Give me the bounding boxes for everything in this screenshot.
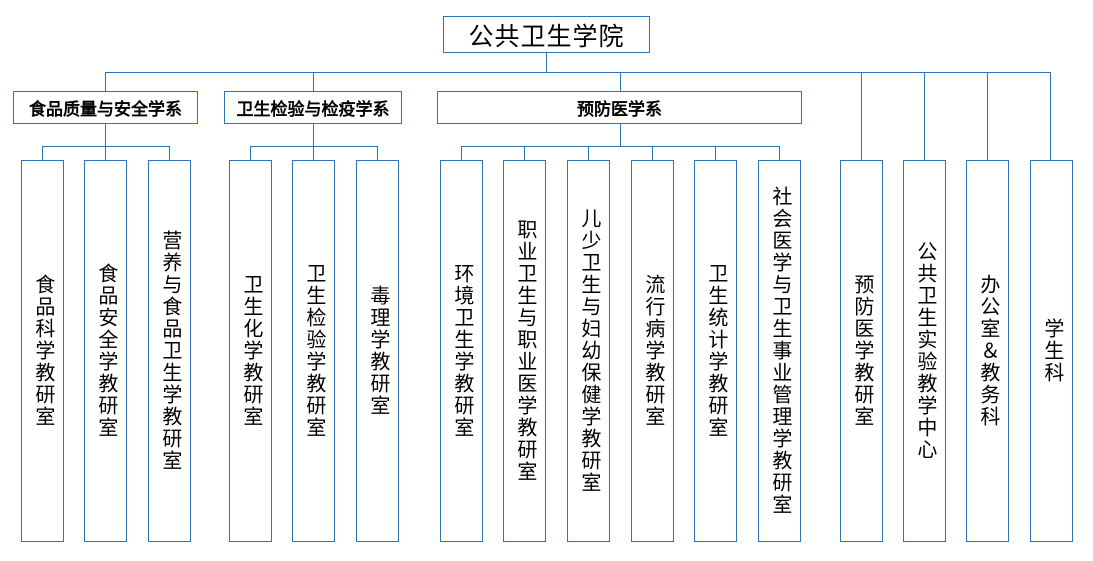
leaf-node-health-inspection[interactable]: 卫生检验学教研室 [292,160,335,542]
leaf-node-preventive-medicine-teaching[interactable]: 预防医学教研室 [840,160,883,542]
connector-stem-group-3 [620,123,621,147]
leaf-label: 食品安全学教研室 [94,263,117,439]
leaf-node-health-statistics[interactable]: 卫生统计学教研室 [694,160,737,542]
department-node-preventive-medicine[interactable]: 预防医学系 [437,91,802,124]
leaf-node-occupational-health[interactable]: 职业卫生与职业医学教研室 [503,160,546,542]
connector-drop-g2-2 [313,146,314,161]
department-node-food-quality-safety[interactable]: 食品质量与安全学系 [13,91,198,124]
leaf-node-public-health-lab-center[interactable]: 公共卫生实验教学中心 [903,160,946,542]
department-label: 食品质量与安全学系 [29,100,182,119]
leaf-node-child-maternal-health[interactable]: 儿少卫生与妇幼保健学教研室 [567,160,610,542]
leaf-node-student-affairs[interactable]: 学生科 [1030,160,1073,542]
department-label: 预防医学系 [577,100,662,119]
connector-drop-direct-3 [987,72,988,161]
connector-stem-group-1 [105,123,106,147]
leaf-node-social-medicine-health-management[interactable]: 社会医学与卫生事业管理学教研室 [758,160,801,542]
connector-bus-group-3 [461,146,779,147]
connector-drop-g3-6 [779,146,780,161]
connector-bus-group-1 [42,146,170,147]
leaf-label: 职业卫生与职业医学教研室 [513,219,536,483]
connector-root-stem [546,52,547,73]
connector-stem-group-2 [313,123,314,147]
leaf-label: 办公室＆教务科 [976,274,999,428]
leaf-label: 预防医学教研室 [850,274,873,428]
leaf-node-toxicology[interactable]: 毒理学教研室 [356,160,399,542]
department-node-health-inspection-quarantine[interactable]: 卫生检验与检疫学系 [224,91,402,124]
leaf-label: 学生科 [1040,318,1063,384]
connector-drop-g1-2 [105,146,106,161]
connector-drop-direct-4 [1050,72,1051,161]
root-node-school[interactable]: 公共卫生学院 [443,16,650,53]
leaf-node-office-academic-affairs[interactable]: 办公室＆教务科 [966,160,1009,542]
leaf-label: 社会医学与卫生事业管理学教研室 [768,186,791,516]
leaf-label: 营养与食品卫生学教研室 [158,230,181,472]
connector-drop-g1-3 [169,146,170,161]
connector-drop-dept-2 [313,72,314,92]
leaf-label: 卫生检验学教研室 [302,263,325,439]
root-node-label: 公共卫生学院 [468,23,625,51]
leaf-label: 卫生化学教研室 [239,274,262,428]
connector-drop-dept-1 [105,72,106,92]
leaf-node-environmental-health[interactable]: 环境卫生学教研室 [440,160,483,542]
connector-drop-g3-4 [652,146,653,161]
leaf-node-food-science[interactable]: 食品科学教研室 [21,160,64,542]
leaf-node-nutrition-food-hygiene[interactable]: 营养与食品卫生学教研室 [148,160,191,542]
connector-drop-g1-1 [42,146,43,161]
leaf-node-food-safety[interactable]: 食品安全学教研室 [84,160,127,542]
connector-drop-g3-5 [715,146,716,161]
connector-drop-g3-2 [524,146,525,161]
leaf-node-health-chemistry[interactable]: 卫生化学教研室 [229,160,272,542]
connector-drop-dept-3 [620,72,621,92]
leaf-label: 环境卫生学教研室 [450,263,473,439]
leaf-label: 流行病学教研室 [641,274,664,428]
leaf-label: 公共卫生实验教学中心 [913,241,936,461]
connector-drop-direct-2 [924,72,925,161]
connector-drop-g2-3 [377,146,378,161]
connector-bus-group-2 [250,146,378,147]
leaf-label: 儿少卫生与妇幼保健学教研室 [577,208,600,494]
leaf-label: 食品科学教研室 [31,274,54,428]
leaf-label: 卫生统计学教研室 [704,263,727,439]
connector-main-bus [105,72,1051,73]
connector-drop-g2-1 [250,146,251,161]
connector-drop-direct-1 [861,72,862,161]
connector-drop-g3-1 [461,146,462,161]
connector-drop-g3-3 [588,146,589,161]
department-label: 卫生检验与检疫学系 [236,100,390,119]
leaf-node-epidemiology[interactable]: 流行病学教研室 [631,160,674,542]
leaf-label: 毒理学教研室 [366,285,389,417]
